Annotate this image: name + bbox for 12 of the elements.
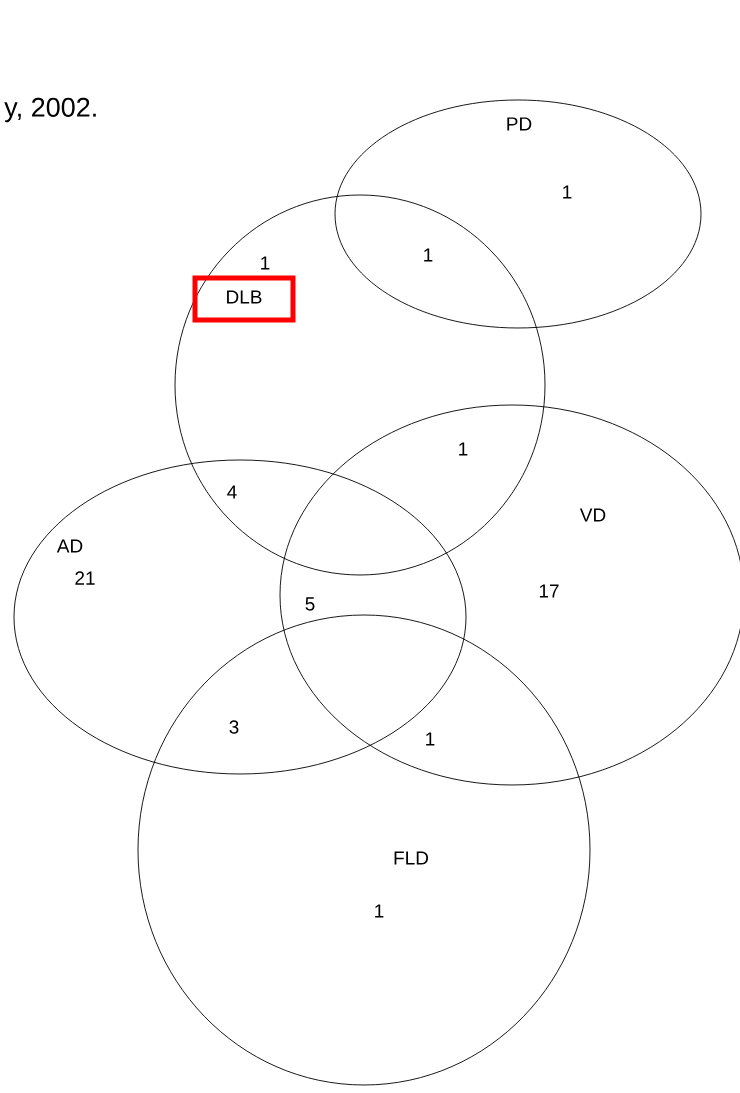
caption-text: y, 2002. — [4, 97, 96, 123]
count-number: 1 — [261, 256, 270, 270]
count-number: 21 — [75, 571, 95, 585]
count-number: 1 — [424, 248, 433, 262]
count-number: 1 — [459, 442, 468, 456]
count-number: 1 — [375, 904, 384, 918]
count-number: 3 — [229, 720, 239, 734]
count-number: 5 — [305, 597, 315, 611]
count-number: 4 — [227, 485, 237, 499]
count-number: 1 — [563, 185, 572, 199]
count-number: 17 — [539, 584, 559, 598]
count-number: 1 — [426, 732, 435, 746]
